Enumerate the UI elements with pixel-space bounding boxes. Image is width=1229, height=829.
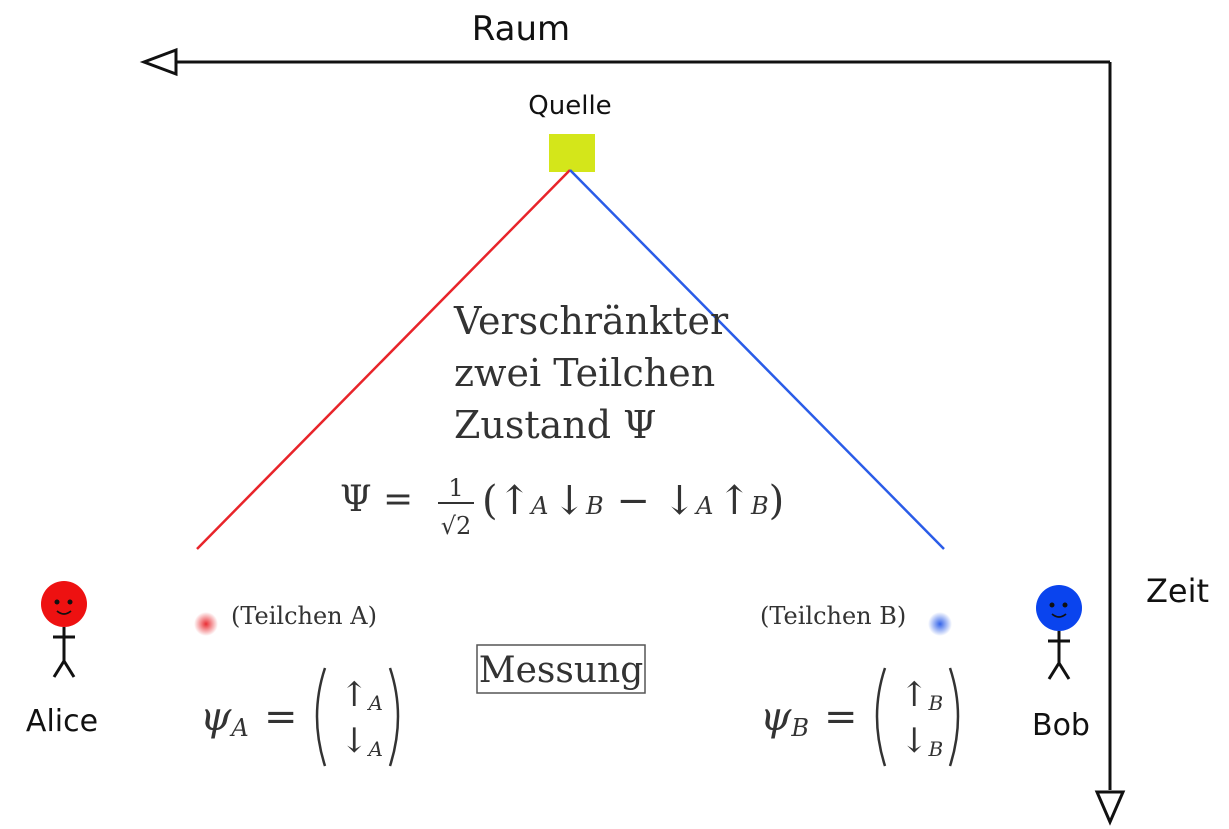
space-axis-arrowhead-icon: [139, 47, 178, 77]
svg-text:↑B: ↑B: [900, 675, 943, 715]
psi-b-symbol: ψ: [760, 694, 792, 740]
formula-term1-arrow: ↑: [498, 478, 532, 524]
formula-term4-arrow: ↑: [717, 478, 751, 524]
svg-text:ψA: ψA: [200, 694, 249, 742]
formula-term1-sub: A: [529, 492, 548, 520]
time-axis-arrowhead-icon: [1094, 790, 1126, 826]
psi-a-up-arrow: ↑: [340, 675, 369, 715]
svg-text:↓A: ↓A: [340, 721, 383, 761]
psi-b-down-sub: B: [928, 737, 944, 761]
psi-a-symbol: ψ: [200, 694, 232, 740]
psi-b-vector: ψB = ↑B ↓B: [760, 667, 960, 767]
formula-frac-den: √2: [441, 512, 472, 540]
alice-figure-icon: [41, 581, 87, 678]
space-axis: [139, 47, 1110, 77]
psi-a-vector: ψA = ↑A ↓A: [200, 667, 400, 767]
source-label: Quelle: [528, 91, 611, 121]
particle-a-label: (Teilchen A): [231, 602, 377, 630]
psi-a-down-sub: A: [367, 737, 383, 761]
particle-a-dot: [194, 612, 218, 636]
formula-close: ): [769, 478, 785, 524]
formula-term3-arrow: ↓: [663, 478, 697, 524]
space-axis-label: Raum: [472, 9, 570, 49]
measurement-label: Messung: [479, 650, 644, 691]
state-text-line1: Verschränkter: [453, 299, 729, 343]
psi-a-down-arrow: ↓: [340, 721, 369, 761]
psi-b-sub: B: [790, 714, 809, 742]
formula-term2-arrow: ↓: [552, 478, 586, 524]
bob-label: Bob: [1032, 708, 1090, 743]
psi-a-equals: =: [264, 694, 298, 740]
formula-minus: −: [604, 478, 663, 524]
psi-b-down-arrow: ↓: [900, 721, 929, 761]
particle-b-label: (Teilchen B): [760, 602, 906, 630]
svg-text:↓B: ↓B: [900, 721, 943, 761]
psi-a-up-sub: A: [367, 691, 383, 715]
time-axis-label: Zeit: [1146, 572, 1209, 610]
formula-open: (: [482, 478, 498, 524]
state-text-line2: zwei Teilchen: [454, 351, 715, 395]
formula-frac-num: 1: [448, 474, 463, 502]
psi-a-sub: A: [229, 714, 248, 742]
measurement-box: [476, 644, 646, 694]
particle-b-dot: [928, 612, 952, 636]
particle-a-trajectory: [196, 169, 571, 550]
state-text-line3: Zustand Ψ: [454, 403, 657, 447]
formula-term2-sub: B: [585, 492, 604, 520]
psi-b-up-arrow: ↑: [900, 675, 929, 715]
formula-term3-sub: A: [694, 492, 713, 520]
alice-label: Alice: [26, 704, 98, 739]
formula-lhs: Ψ =: [340, 479, 413, 520]
psi-b-up-sub: B: [928, 691, 944, 715]
psi-b-equals: =: [824, 694, 858, 740]
formula-term4-sub: B: [750, 492, 769, 520]
svg-text:(↑A↓B − ↓A↑B): (↑A↓B − ↓A↑B): [482, 478, 784, 524]
bob-figure-icon: [1036, 585, 1082, 680]
svg-text:↑A: ↑A: [340, 675, 383, 715]
particle-b-trajectory: [569, 169, 945, 550]
time-axis: [1094, 62, 1126, 826]
svg-text:ψB: ψB: [760, 694, 809, 742]
source-box: [549, 134, 595, 172]
entangled-state-formula: Ψ = 1 √2 (↑A↓B − ↓A↑B): [340, 474, 784, 540]
